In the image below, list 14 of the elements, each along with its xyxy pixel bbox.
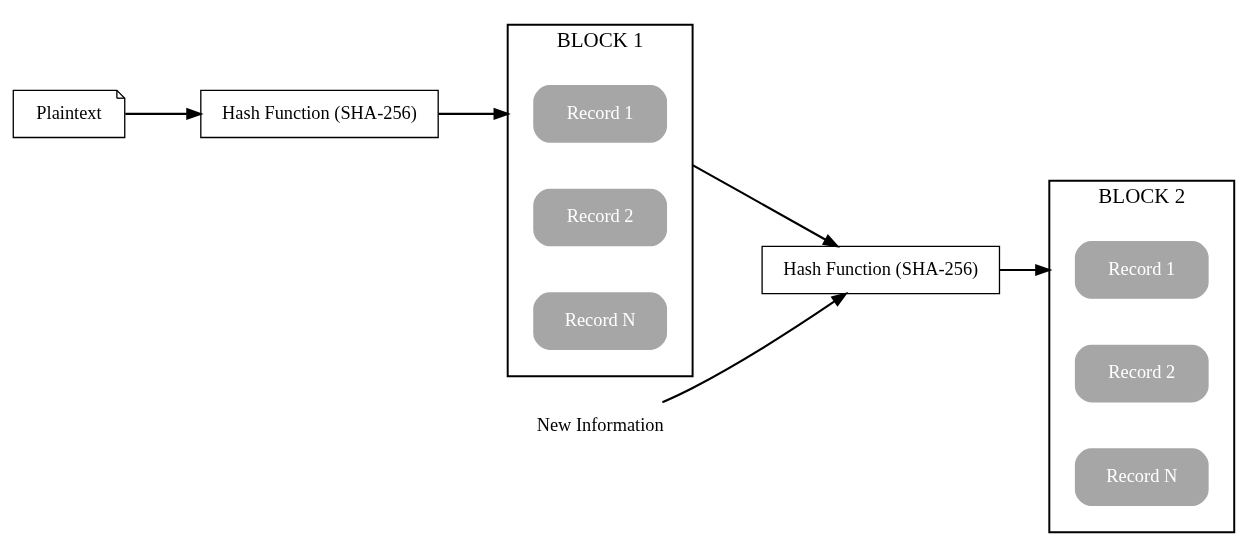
node-box: Record 1 [533, 85, 668, 143]
node-box: Record 2 [1074, 344, 1209, 403]
node-box: Record 1 [1074, 241, 1209, 299]
node-box: Record 2 [533, 188, 668, 247]
arrow [999, 263, 1053, 277]
node-box: Hash Function (SHA-256) [761, 245, 1001, 295]
node-box: Hash Function (SHA-256) [200, 89, 439, 139]
arrow [692, 164, 840, 248]
arrow [125, 107, 204, 120]
node-box: Record N [533, 292, 668, 350]
arrow [662, 291, 849, 404]
arrow [438, 107, 511, 120]
node-text: New Information [536, 414, 664, 435]
node-box: Record N [1074, 448, 1209, 507]
